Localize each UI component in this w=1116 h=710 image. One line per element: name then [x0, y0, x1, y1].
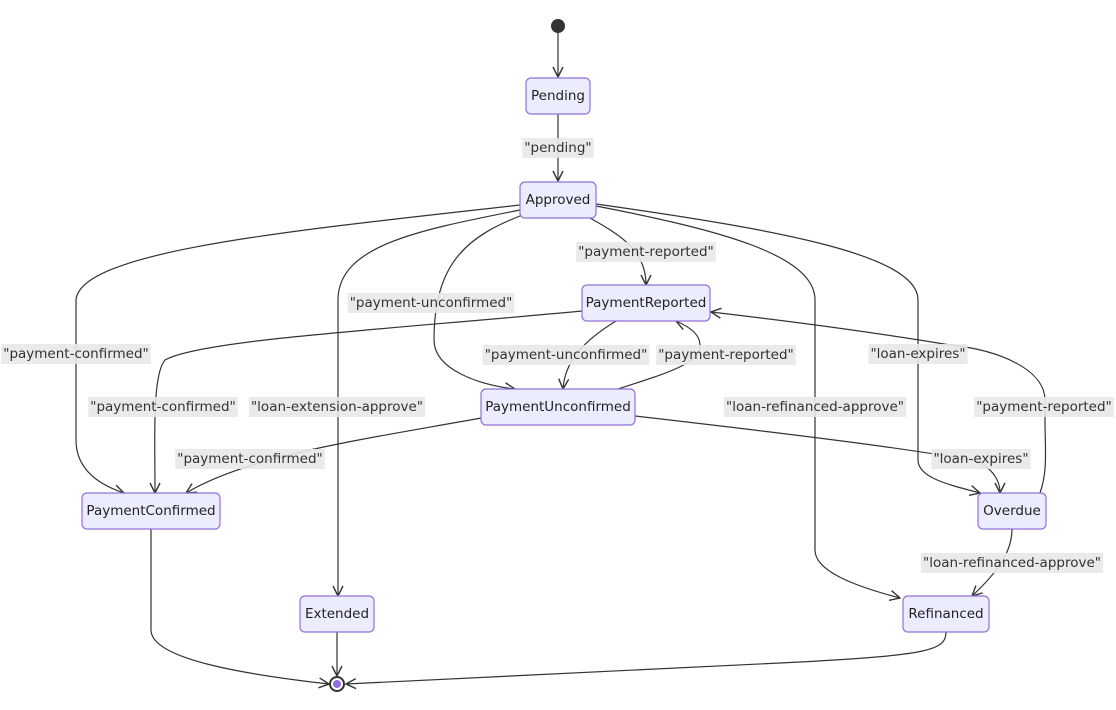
transition-label-text: "loan-refinanced-approve"	[726, 399, 904, 415]
transition-label-background	[175, 449, 325, 469]
transition-payment-reported-to-payment-confirmed	[155, 310, 583, 493]
state-box	[519, 181, 597, 219]
transition-label-background	[248, 397, 426, 417]
transition-approved-to-refinanced	[595, 205, 900, 598]
state-payment-confirmed: PaymentConfirmed	[81, 492, 221, 530]
transition-label: "payment-confirmed"	[175, 449, 325, 469]
transition-label: "loan-expires"	[868, 344, 968, 364]
transition-label-text: "loan-refinanced-approve"	[923, 555, 1101, 571]
transition-label-text: "payment-confirmed"	[90, 399, 236, 415]
transition-label-text: "payment-confirmed"	[3, 346, 149, 362]
state-approved: Approved	[519, 181, 597, 219]
transition-label: "payment-unconfirmed"	[482, 345, 650, 365]
transition-label-text: "payment-reported"	[976, 399, 1112, 415]
transition-label-background	[974, 397, 1114, 417]
transition-label-background	[921, 553, 1103, 573]
state-box	[902, 595, 990, 633]
state-box	[480, 388, 636, 426]
start-state	[551, 19, 565, 33]
transition-label-text: "pending"	[524, 140, 591, 156]
edge-labels-layer: "pending" "payment-reported" "payment-unco…	[1, 138, 1114, 573]
state-label: PaymentConfirmed	[86, 503, 215, 519]
state-box	[525, 77, 591, 115]
state-label: Approved	[526, 192, 591, 208]
transition-label-background	[482, 345, 650, 365]
transition-label-background	[656, 345, 796, 365]
transition-approved-to-payment-confirmed	[75, 204, 521, 493]
transition-label: "loan-refinanced-approve"	[724, 397, 906, 417]
state-label: Pending	[531, 88, 585, 104]
transition-label: "payment-reported"	[974, 397, 1114, 417]
transition-label: "loan-extension-approve"	[248, 397, 426, 417]
transition-label-background	[576, 242, 716, 262]
state-payment-reported: PaymentReported	[581, 284, 711, 322]
transition-label-text: "payment-reported"	[578, 244, 714, 260]
state-label: Refinanced	[908, 606, 983, 622]
transition-label: "pending"	[522, 138, 594, 158]
transition-label-text: "payment-unconfirmed"	[485, 347, 648, 363]
transition-label-text: "loan-expires"	[933, 451, 1028, 467]
transition-label-background	[88, 397, 238, 417]
transition-label-background	[868, 344, 968, 364]
state-box	[581, 284, 711, 322]
state-pending: Pending	[525, 77, 591, 115]
state-label: Extended	[305, 606, 369, 622]
transition-label-background	[931, 449, 1031, 469]
state-label: Overdue	[983, 503, 1041, 519]
transition-approved-to-overdue	[595, 203, 980, 493]
state-extended: Extended	[299, 595, 375, 633]
transition-overdue-to-payment-reported	[711, 312, 1047, 494]
state-box	[81, 492, 221, 530]
transition-label: "payment-reported"	[656, 345, 796, 365]
transition-refinanced-to-end	[346, 631, 947, 684]
transition-approved-to-payment-unconfirmed	[433, 213, 526, 389]
end-state-inner-dot	[333, 680, 341, 688]
state-overdue: Overdue	[977, 492, 1047, 530]
transition-approved-to-extended	[338, 209, 521, 596]
transition-payment-confirmed-to-end	[150, 529, 329, 684]
nodes-layer: PendingApprovedPaymentReportedPaymentUnc…	[81, 19, 1047, 692]
transition-label-background	[522, 138, 594, 158]
transition-label: "payment-confirmed"	[1, 344, 151, 364]
state-refinanced: Refinanced	[902, 595, 990, 633]
transition-label-text: "payment-unconfirmed"	[350, 295, 513, 311]
transition-label-background	[347, 293, 515, 313]
end-state	[329, 676, 345, 692]
transition-label-text: "payment-reported"	[658, 347, 794, 363]
state-label: PaymentReported	[586, 295, 707, 311]
state-box	[977, 492, 1047, 530]
transition-label-background	[724, 397, 906, 417]
transition-label: "loan-refinanced-approve"	[921, 553, 1103, 573]
state-label: PaymentUnconfirmed	[485, 399, 631, 415]
transition-label: "payment-reported"	[576, 242, 716, 262]
transition-payment-unconfirmed-to-overdue	[634, 415, 1000, 493]
transition-label-text: "loan-extension-approve"	[251, 399, 423, 415]
transition-label-background	[1, 344, 151, 364]
edges-layer	[75, 33, 1047, 684]
transition-label: "payment-confirmed"	[88, 397, 238, 417]
transition-label: "loan-expires"	[931, 449, 1031, 469]
state-box	[299, 595, 375, 633]
transition-label-text: "payment-confirmed"	[177, 451, 323, 467]
state-payment-unconfirmed: PaymentUnconfirmed	[480, 388, 636, 426]
transition-label: "payment-unconfirmed"	[347, 293, 515, 313]
transition-label-text: "loan-expires"	[870, 346, 965, 362]
